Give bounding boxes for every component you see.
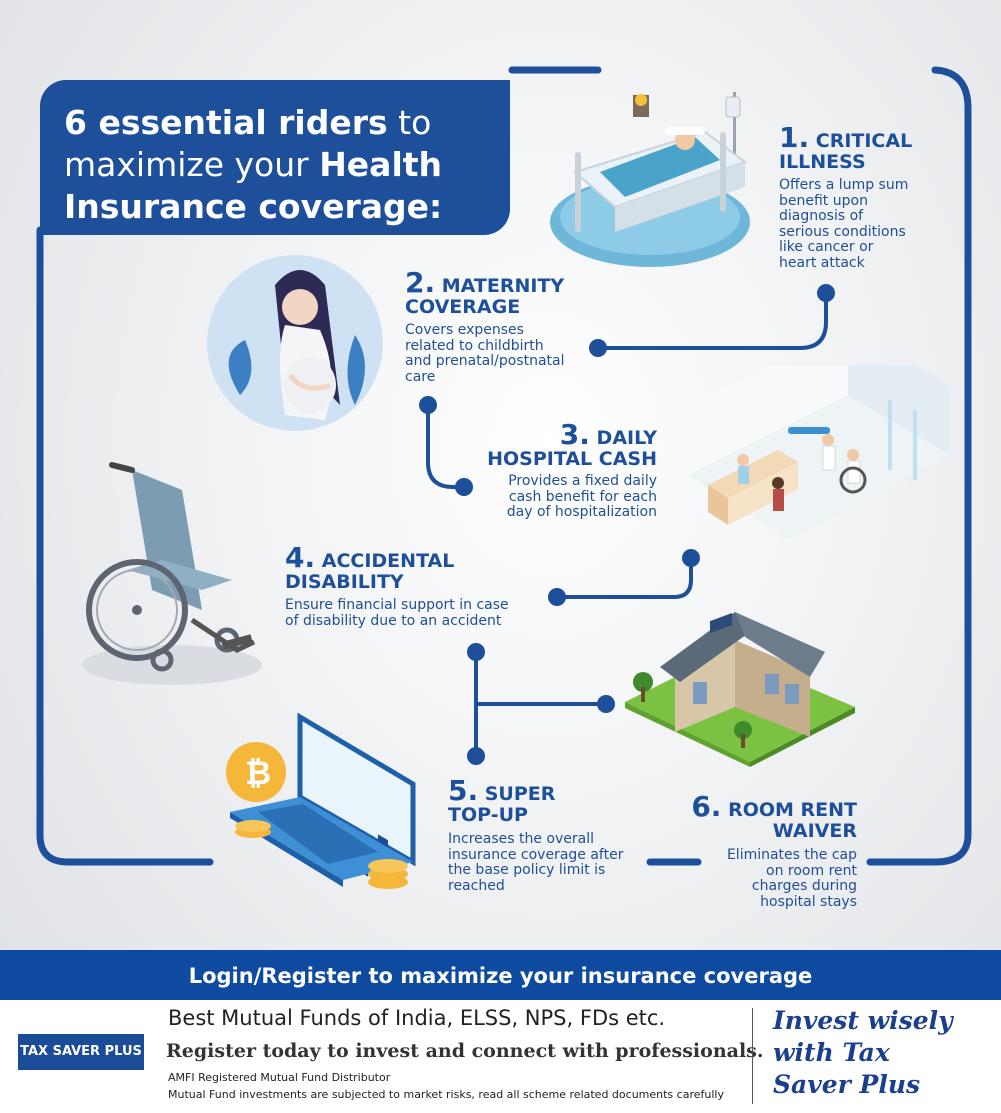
frame-left: [36, 226, 214, 866]
frame-right: [866, 66, 972, 866]
hospital-bed-illustration: [550, 92, 750, 267]
footer-headline: Best Mutual Funds of India, ELSS, NPS, F…: [168, 1006, 666, 1030]
title-box: [40, 80, 510, 235]
connector-lines: [36, 66, 972, 866]
tax-saver-plus-logo[interactable]: TAX SAVER PLUS: [18, 1034, 144, 1070]
footer-amfi-text: AMFI Registered Mutual Fund Distributor: [168, 1071, 391, 1084]
connector-dots: [419, 284, 835, 765]
hospital-reception-illustration: [688, 365, 950, 540]
footer-register-text: Register today to invest and connect wit…: [166, 1040, 764, 1062]
login-register-banner[interactable]: Login/Register to maximize your insuranc…: [0, 950, 1001, 1000]
page-title: 6 essential riders to maximize your Heal…: [64, 103, 443, 226]
connector-3-4: [555, 556, 693, 599]
footer-divider: [752, 1008, 753, 1104]
laptop-bitcoin-illustration: ₿: [226, 712, 416, 889]
house-illustration: [625, 612, 855, 767]
svg-text:₿: ₿: [245, 754, 271, 792]
wheelchair-illustration: [82, 462, 262, 685]
footer-disclaimer: Mutual Fund investments are subjected to…: [168, 1088, 724, 1101]
connector-1-2: [596, 291, 828, 350]
pregnant-woman-illustration: [207, 255, 383, 431]
connector-2-3: [426, 403, 466, 489]
footer: [0, 1000, 1001, 1113]
